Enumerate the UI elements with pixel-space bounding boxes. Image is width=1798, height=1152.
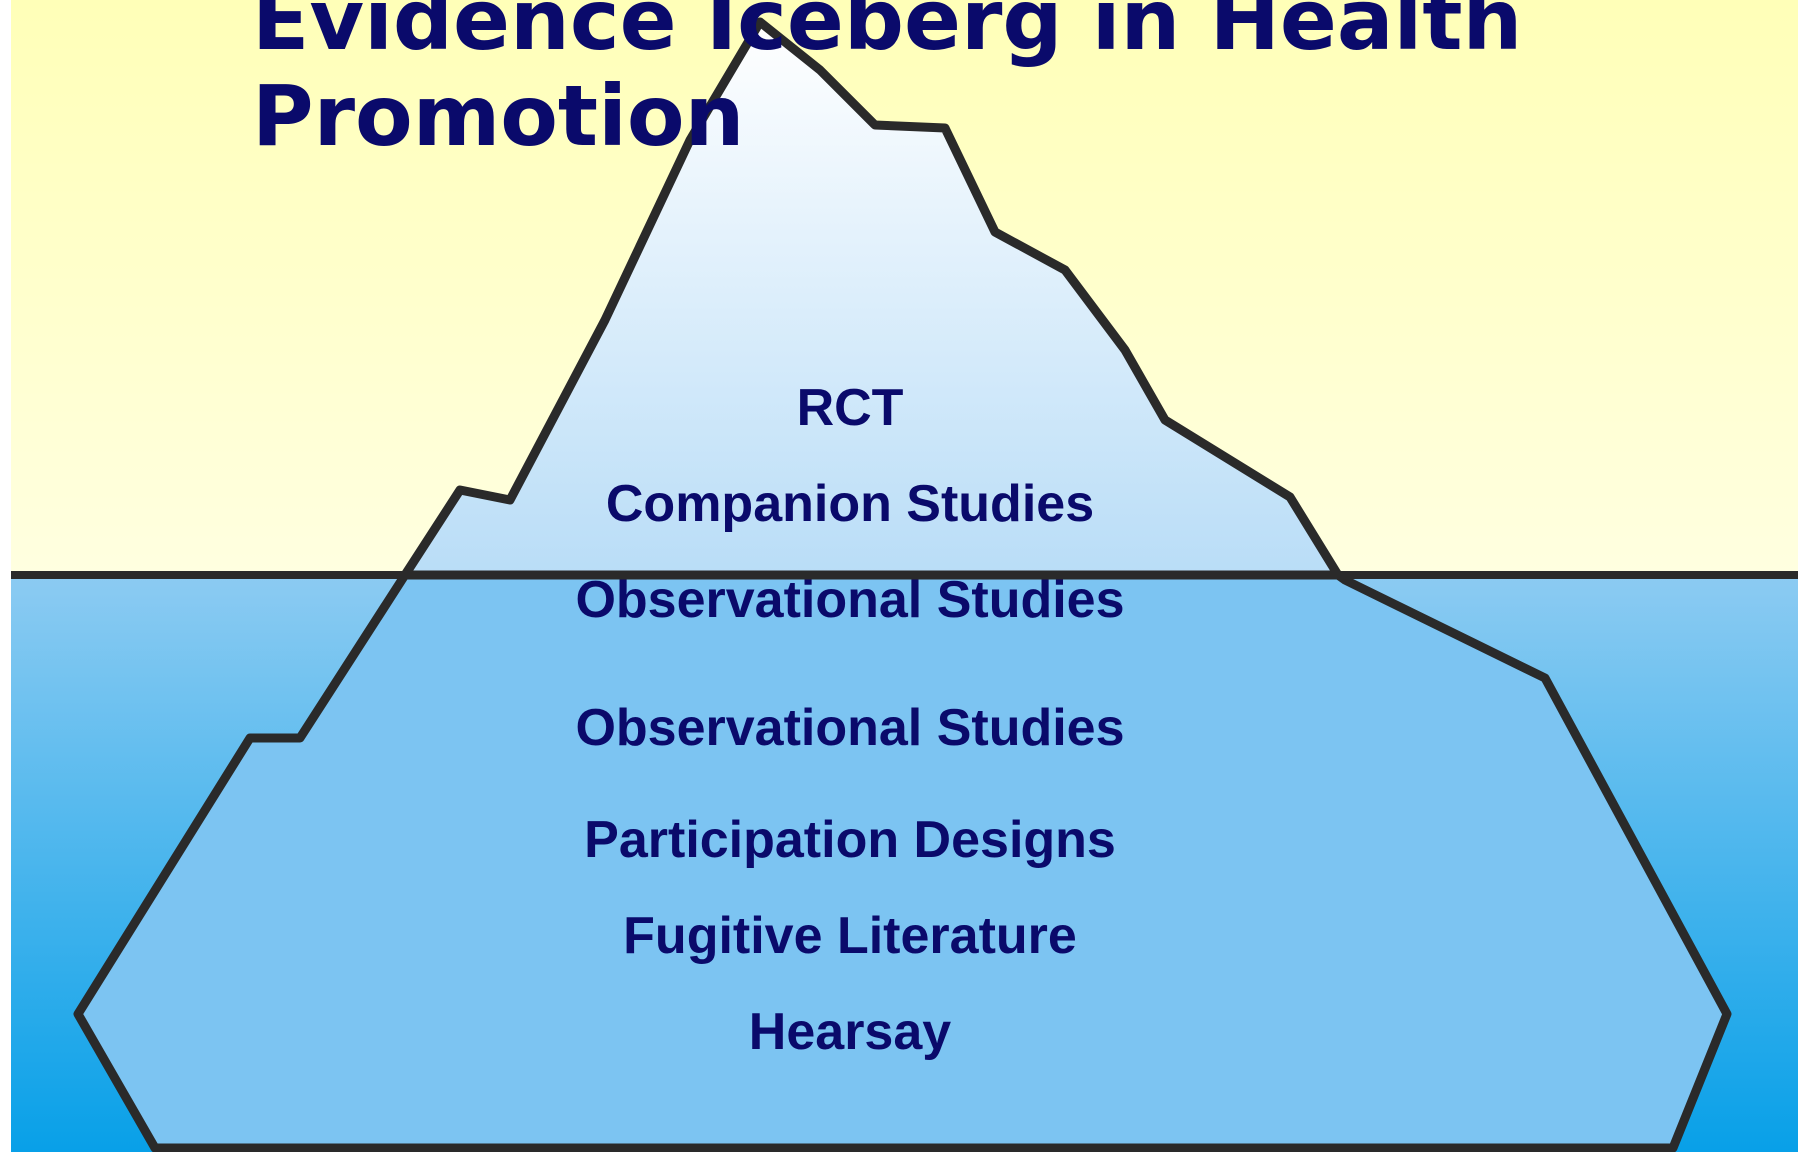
layer-label-fugitive-literature: Fugitive Literature xyxy=(623,907,1077,965)
layer-label-companion-studies: Companion Studies xyxy=(605,475,1095,533)
layer-label-hearsay: Hearsay xyxy=(748,1003,952,1061)
layer-label-observational-studies-2: Observational Studies xyxy=(575,699,1125,757)
iceberg-tip xyxy=(400,17,1343,580)
layer-label-rct: RCT xyxy=(796,379,904,437)
layer-label-observational-studies-1: Observational Studies xyxy=(575,571,1125,629)
left-margin xyxy=(0,0,11,1152)
slide-title: Evidence Iceberg in Health Promotion xyxy=(252,0,1523,165)
layer-label-participation-designs: Participation Designs xyxy=(584,811,1116,869)
